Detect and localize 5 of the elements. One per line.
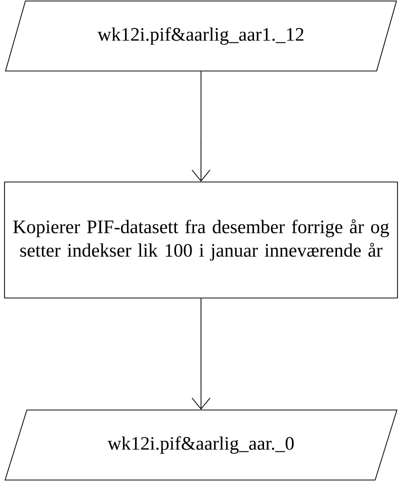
process-box: Kopierer PIF-datasett fra desember forrige år og setter indekser lik 100 i januar inneværende år xyxy=(4,182,398,298)
arrow xyxy=(192,71,210,182)
input-output-parallelogram: wk12i.pif&aarlig_aar._0 xyxy=(4,410,398,480)
arrow xyxy=(192,298,210,410)
input-output-parallelogram: wk12i.pif&aarlig_aar1._12 xyxy=(5,0,398,72)
